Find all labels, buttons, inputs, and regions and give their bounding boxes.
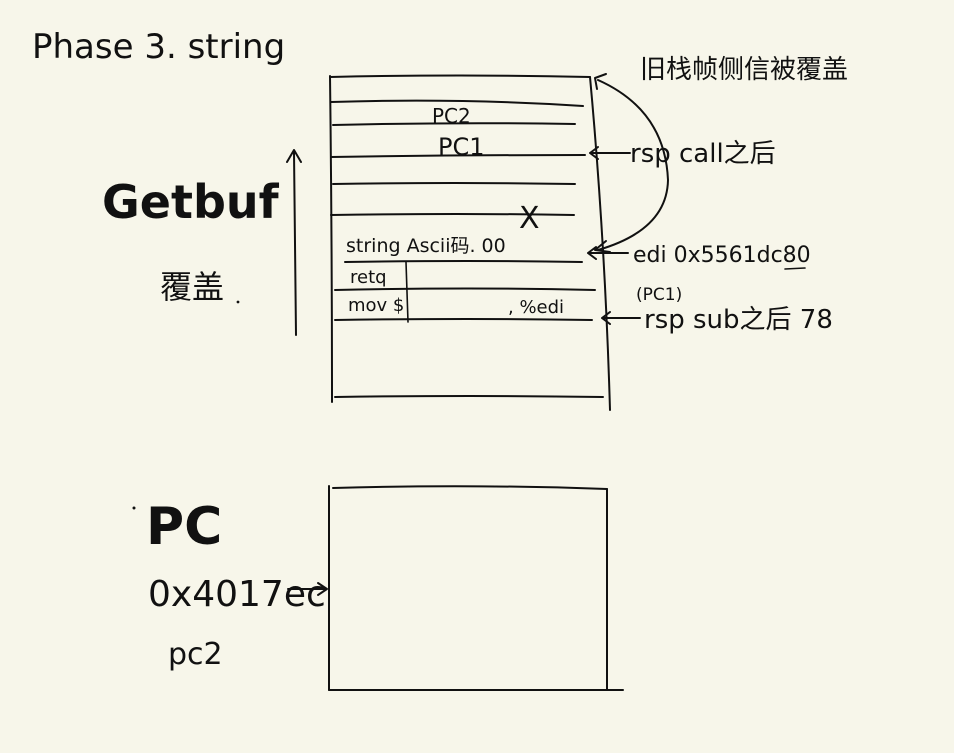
row-retq: retq — [350, 267, 387, 288]
ink-dot-1 — [132, 506, 136, 510]
edi-underline — [784, 267, 806, 270]
row-line-4 — [332, 182, 576, 185]
curved-arrow-head-top — [594, 73, 607, 90]
pc-title: PC — [146, 497, 222, 557]
arrow-rsp-call — [589, 146, 631, 160]
page-title: Phase 3. string — [32, 27, 285, 67]
curved-arrow — [597, 79, 669, 251]
label-rsp-sub: rsp sub之后 78 — [644, 305, 833, 335]
pc-address: 0x4017ec — [148, 574, 326, 615]
cross-mark: X — [519, 201, 540, 236]
row-line-1 — [330, 99, 584, 107]
pc-label: pc2 — [168, 637, 223, 672]
row-line-6 — [344, 260, 583, 263]
label-overwrite: 覆盖 — [160, 268, 224, 306]
row-mov-right: , %edi — [508, 297, 564, 318]
ink-dot-2 — [236, 300, 240, 304]
label-rsp-call: rsp call之后 — [630, 139, 776, 169]
pc-box — [328, 485, 624, 691]
label-getbuf: Getbuf — [102, 175, 280, 229]
arrow-edi — [587, 246, 629, 260]
curved-arrow-head-bottom — [594, 240, 611, 253]
row-pc2: PC2 — [432, 104, 471, 128]
arrow-pc — [287, 582, 328, 596]
row-line-7 — [334, 287, 596, 291]
vertical-up-arrow — [286, 149, 302, 336]
stack-left-edge — [329, 75, 333, 403]
stack-diagram: PC2 PC1 string Ascii码. 00 retq mov $ , %… — [329, 74, 611, 411]
side-note: 旧栈帧侧信被覆盖 — [640, 55, 848, 85]
pc-box-top — [332, 485, 608, 490]
row-line-5 — [330, 213, 575, 216]
row-pc1: PC1 — [438, 133, 485, 161]
row-line-2 — [332, 122, 576, 126]
label-edi: edi 0x5561dc80 — [633, 243, 811, 268]
stack-right-edge — [589, 76, 611, 411]
stack-bottom-edge — [334, 395, 604, 398]
row-line-3 — [330, 154, 586, 158]
arrow-rsp-sub — [601, 311, 641, 325]
label-pc1-paren: (PC1) — [636, 285, 682, 305]
row-divider-vertical — [405, 261, 409, 323]
stack-top-edge — [329, 74, 591, 78]
row-string: string Ascii码. 00 — [346, 235, 506, 257]
row-mov-left: mov $ — [348, 295, 404, 316]
row-line-8 — [334, 318, 593, 321]
